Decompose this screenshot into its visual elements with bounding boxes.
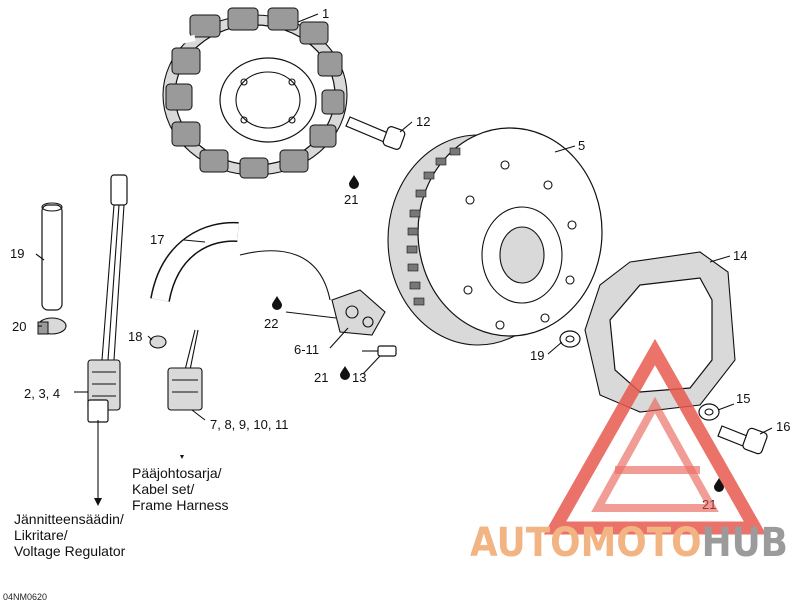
trigger-coil: [331, 289, 386, 336]
callout-labels: 1 12 21 5 14 19 17 19 20 22 18 6-11 2, 3…: [10, 6, 790, 512]
stator: [162, 7, 348, 179]
callout-6-11: 6-11: [294, 342, 319, 357]
trigger-coil-harness: [149, 221, 331, 411]
watermark-logo: [543, 338, 767, 535]
callout-5: 5: [578, 138, 585, 153]
hose-clamp: [37, 317, 67, 335]
washer-15: [698, 403, 720, 421]
svg-text:AUTOMOTOHUB: AUTOMOTOHUB: [470, 520, 788, 566]
callout-19b: 19: [10, 246, 24, 261]
regulator-caption: Jännitteensäädin/ Likritare/ Voltage Reg…: [14, 511, 126, 559]
watermark-text: AUTOMOTOHUB: [470, 520, 788, 566]
connector-7-11: [167, 367, 203, 411]
screw-13: [362, 345, 397, 357]
leader-lines: [35, 13, 773, 506]
watermark-hub: HUB: [702, 520, 788, 566]
watermark-moto: MOTO: [581, 520, 702, 566]
callout-21b: 21: [314, 370, 328, 385]
stator-wire-harness: [87, 35, 196, 423]
flywheel-rotor: [387, 127, 603, 346]
regulator-caption-line-3: Voltage Regulator: [14, 543, 126, 559]
callout-1: 1: [322, 6, 329, 21]
regulator-caption-line-1: Jännitteensäädin/: [14, 511, 124, 527]
watermark-auto: AUTO: [470, 520, 581, 566]
oil-drop-icon: [272, 175, 724, 492]
callout-14: 14: [733, 248, 747, 263]
callout-7-11: 7, 8, 9, 10, 11: [210, 417, 289, 432]
callout-2-3-4: 2, 3, 4: [24, 386, 60, 401]
harness-caption-line-2: Kabel set/: [132, 481, 194, 497]
bolt-12: [345, 116, 406, 150]
flywheel-cover: [584, 251, 736, 413]
callout-22: 22: [264, 316, 278, 331]
harness-caption: Pääjohtosarja/ Kabel set/ Frame Harness: [132, 465, 228, 513]
regulator-caption-line-2: Likritare/: [14, 527, 68, 543]
callout-13: 13: [352, 370, 366, 385]
bolt-16: [717, 425, 768, 455]
callout-16: 16: [776, 419, 790, 434]
washer-19: [559, 330, 581, 348]
callout-20: 20: [12, 319, 26, 334]
callout-12: 12: [416, 114, 430, 129]
callout-15: 15: [736, 391, 750, 406]
harness-caption-line-3: Frame Harness: [132, 497, 228, 513]
drawing-code: 04NM0620: [3, 592, 47, 602]
harness-caption-line-1: Pääjohtosarja/: [132, 465, 222, 481]
callout-17: 17: [150, 232, 164, 247]
callout-19a: 19: [530, 348, 544, 363]
callout-18: 18: [128, 329, 142, 344]
callout-21a: 21: [344, 192, 358, 207]
clip-18: [149, 335, 167, 349]
protective-sleeve: [41, 202, 63, 311]
